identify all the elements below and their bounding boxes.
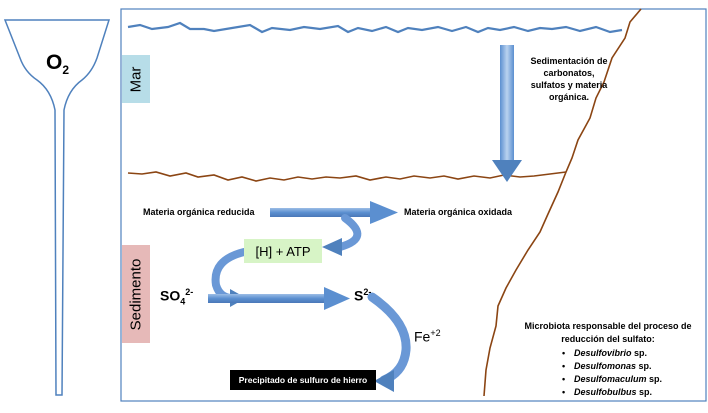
water-surface-line [127,21,623,34]
sulfate-subscript: 4 [180,296,186,307]
oxygen-funnel [3,19,111,396]
microbe-suffix: sp. [631,348,648,358]
oxidized-organic-label: Materia orgánica oxidada [404,207,513,217]
energy-label: [H] + ATP [255,243,311,259]
microbe-item: Desulfomaculum sp. [562,373,663,386]
sedimentation-note-line: carbonatos, [543,68,595,78]
sediment-zone-text: Sedimento [127,258,145,330]
iron-base: Fe [414,328,431,345]
sediment-zone-label: Sedimento [122,245,150,343]
microbe-genus: Desulfobulbus [574,387,637,397]
microbe-suffix: sp. [636,387,653,397]
microbiota-title: Microbiota responsable del proceso de re… [516,320,700,346]
microbiota-list: Desulfovibrio sp. Desulfomonas sp. Desul… [562,347,663,399]
sea-zone-text: Mar [127,66,145,92]
microbe-genus: Desulfovibrio [574,348,632,358]
microbe-item: Desulfovibrio sp. [562,347,662,360]
precipitate-box: Precipitado de sulfuro de hierro [230,370,376,390]
sulfate-superscript: 2- [185,287,194,297]
oxygen-label: O2 [46,51,69,77]
sulfate-label: SO42- [160,287,193,306]
sulfate-reduction-arrow [208,287,350,310]
diagram-frame [120,8,707,402]
sedimentation-note-line: Sedimentación de [530,56,608,66]
microbe-suffix: sp. [646,374,663,384]
energy-box: [H] + ATP [244,239,322,263]
oxygen-base: O [46,51,63,74]
sediment-surface-line [127,171,567,182]
microbe-item: Desulfobulbus sp. [562,386,662,399]
oxygen-subscript: 2 [62,63,70,78]
sulfide-precipitation-arrow [367,292,411,392]
sedimentation-note: Sedimentación de carbonatos, sulfatos y … [520,55,618,103]
reduced-organic-label: Materia orgánica reducida [143,207,255,217]
organic-oxidation-arrow [270,201,398,224]
sedimentation-note-line: orgánica. [548,92,589,102]
microbiota-title-line: reducción del sulfato: [561,334,655,344]
sulfate-base: SO [160,287,181,304]
energy-curve-arrow [322,214,362,256]
sedimentation-note-line: sulfatos y materia [530,80,608,90]
sulfide-superscript: 2- [363,287,372,297]
microbe-item: Desulfomonas sp. [562,360,662,373]
iron-label: Fe+2 [414,328,441,345]
sea-zone-label: Mar [122,55,150,103]
microbe-suffix: sp. [636,361,652,371]
precipitate-label: Precipitado de sulfuro de hierro [238,375,368,385]
sedimentation-arrow [492,45,522,182]
microbiota-title-line: Microbiota responsable del proceso de [524,321,692,331]
iron-superscript: +2 [430,328,441,338]
microbe-genus: Desulfomaculum [574,374,647,384]
microbe-genus: Desulfomonas [574,361,637,371]
sulfide-label: S2- [354,287,371,304]
shore-line [483,8,642,397]
sulfide-base: S [354,287,364,304]
